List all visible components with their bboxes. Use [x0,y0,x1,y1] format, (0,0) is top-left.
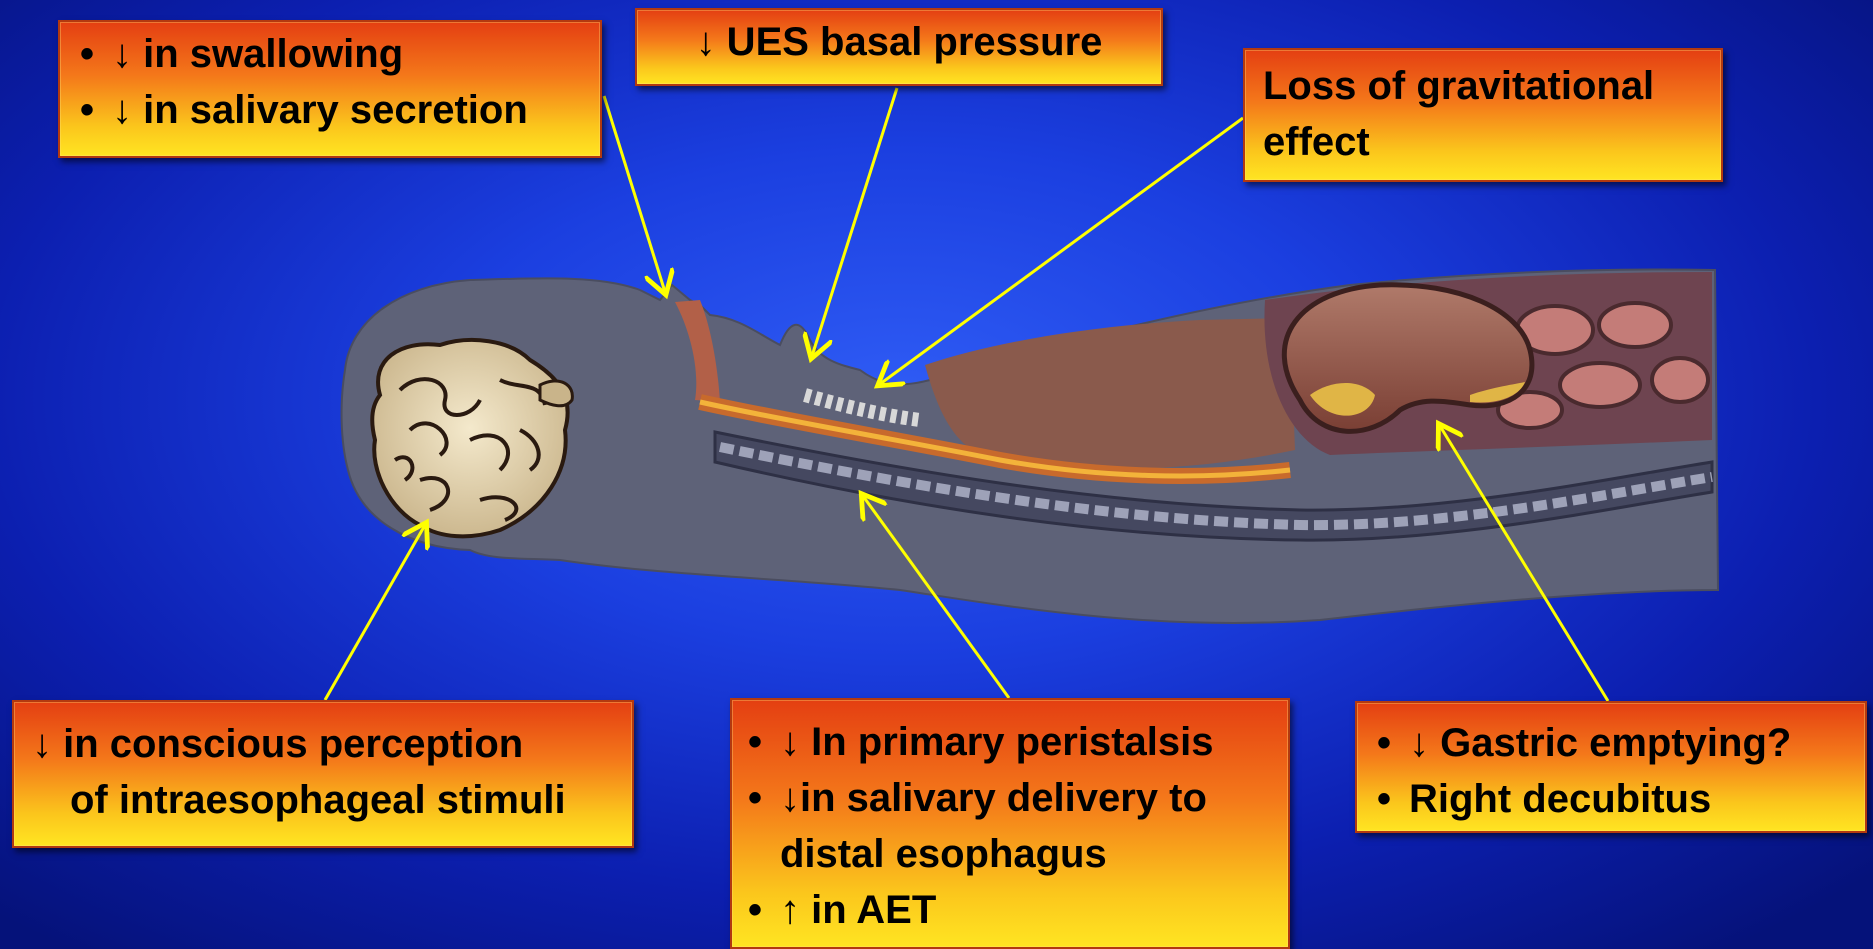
box-gravitational: Loss of gravitational effect [1243,48,1723,182]
item-swallowing: ↓ in swallowing [76,26,584,82]
box-ues-pressure: ↓ UES basal pressure [635,8,1163,86]
box-gastric: ↓ Gastric emptying? Right decubitus [1355,701,1867,833]
item-right-decubitus: Right decubitus [1373,771,1849,827]
gravitational-line-2: effect [1263,114,1703,170]
item-gastric-emptying: ↓ Gastric emptying? [1373,715,1849,771]
box-peristalsis: ↓ In primary peristalsis ↓in salivary de… [730,698,1290,949]
arrow-perception [325,525,425,700]
item-distal-esophagus: distal esophagus [744,826,1276,882]
box-swallowing: ↓ in swallowing ↓ in salivary secretion [58,20,602,158]
box-conscious-perception: ↓ in conscious perception of intraesopha… [12,700,634,848]
item-salivary-delivery: ↓in salivary delivery to [744,770,1276,826]
item-primary-peristalsis: ↓ In primary peristalsis [744,714,1276,770]
item-salivary-secretion: ↓ in salivary secretion [76,82,584,138]
item-aet: ↑ in AET [744,882,1276,938]
ues-pressure-label: ↓ UES basal pressure [647,14,1151,70]
arrow-swallowing [604,96,665,292]
thoracic-cavity [925,318,1295,469]
perception-line-1: ↓ in conscious perception [32,716,614,772]
gravitational-line-1: Loss of gravitational [1263,58,1703,114]
perception-line-2: of intraesophageal stimuli [32,772,614,828]
arrow-ues [812,88,897,356]
